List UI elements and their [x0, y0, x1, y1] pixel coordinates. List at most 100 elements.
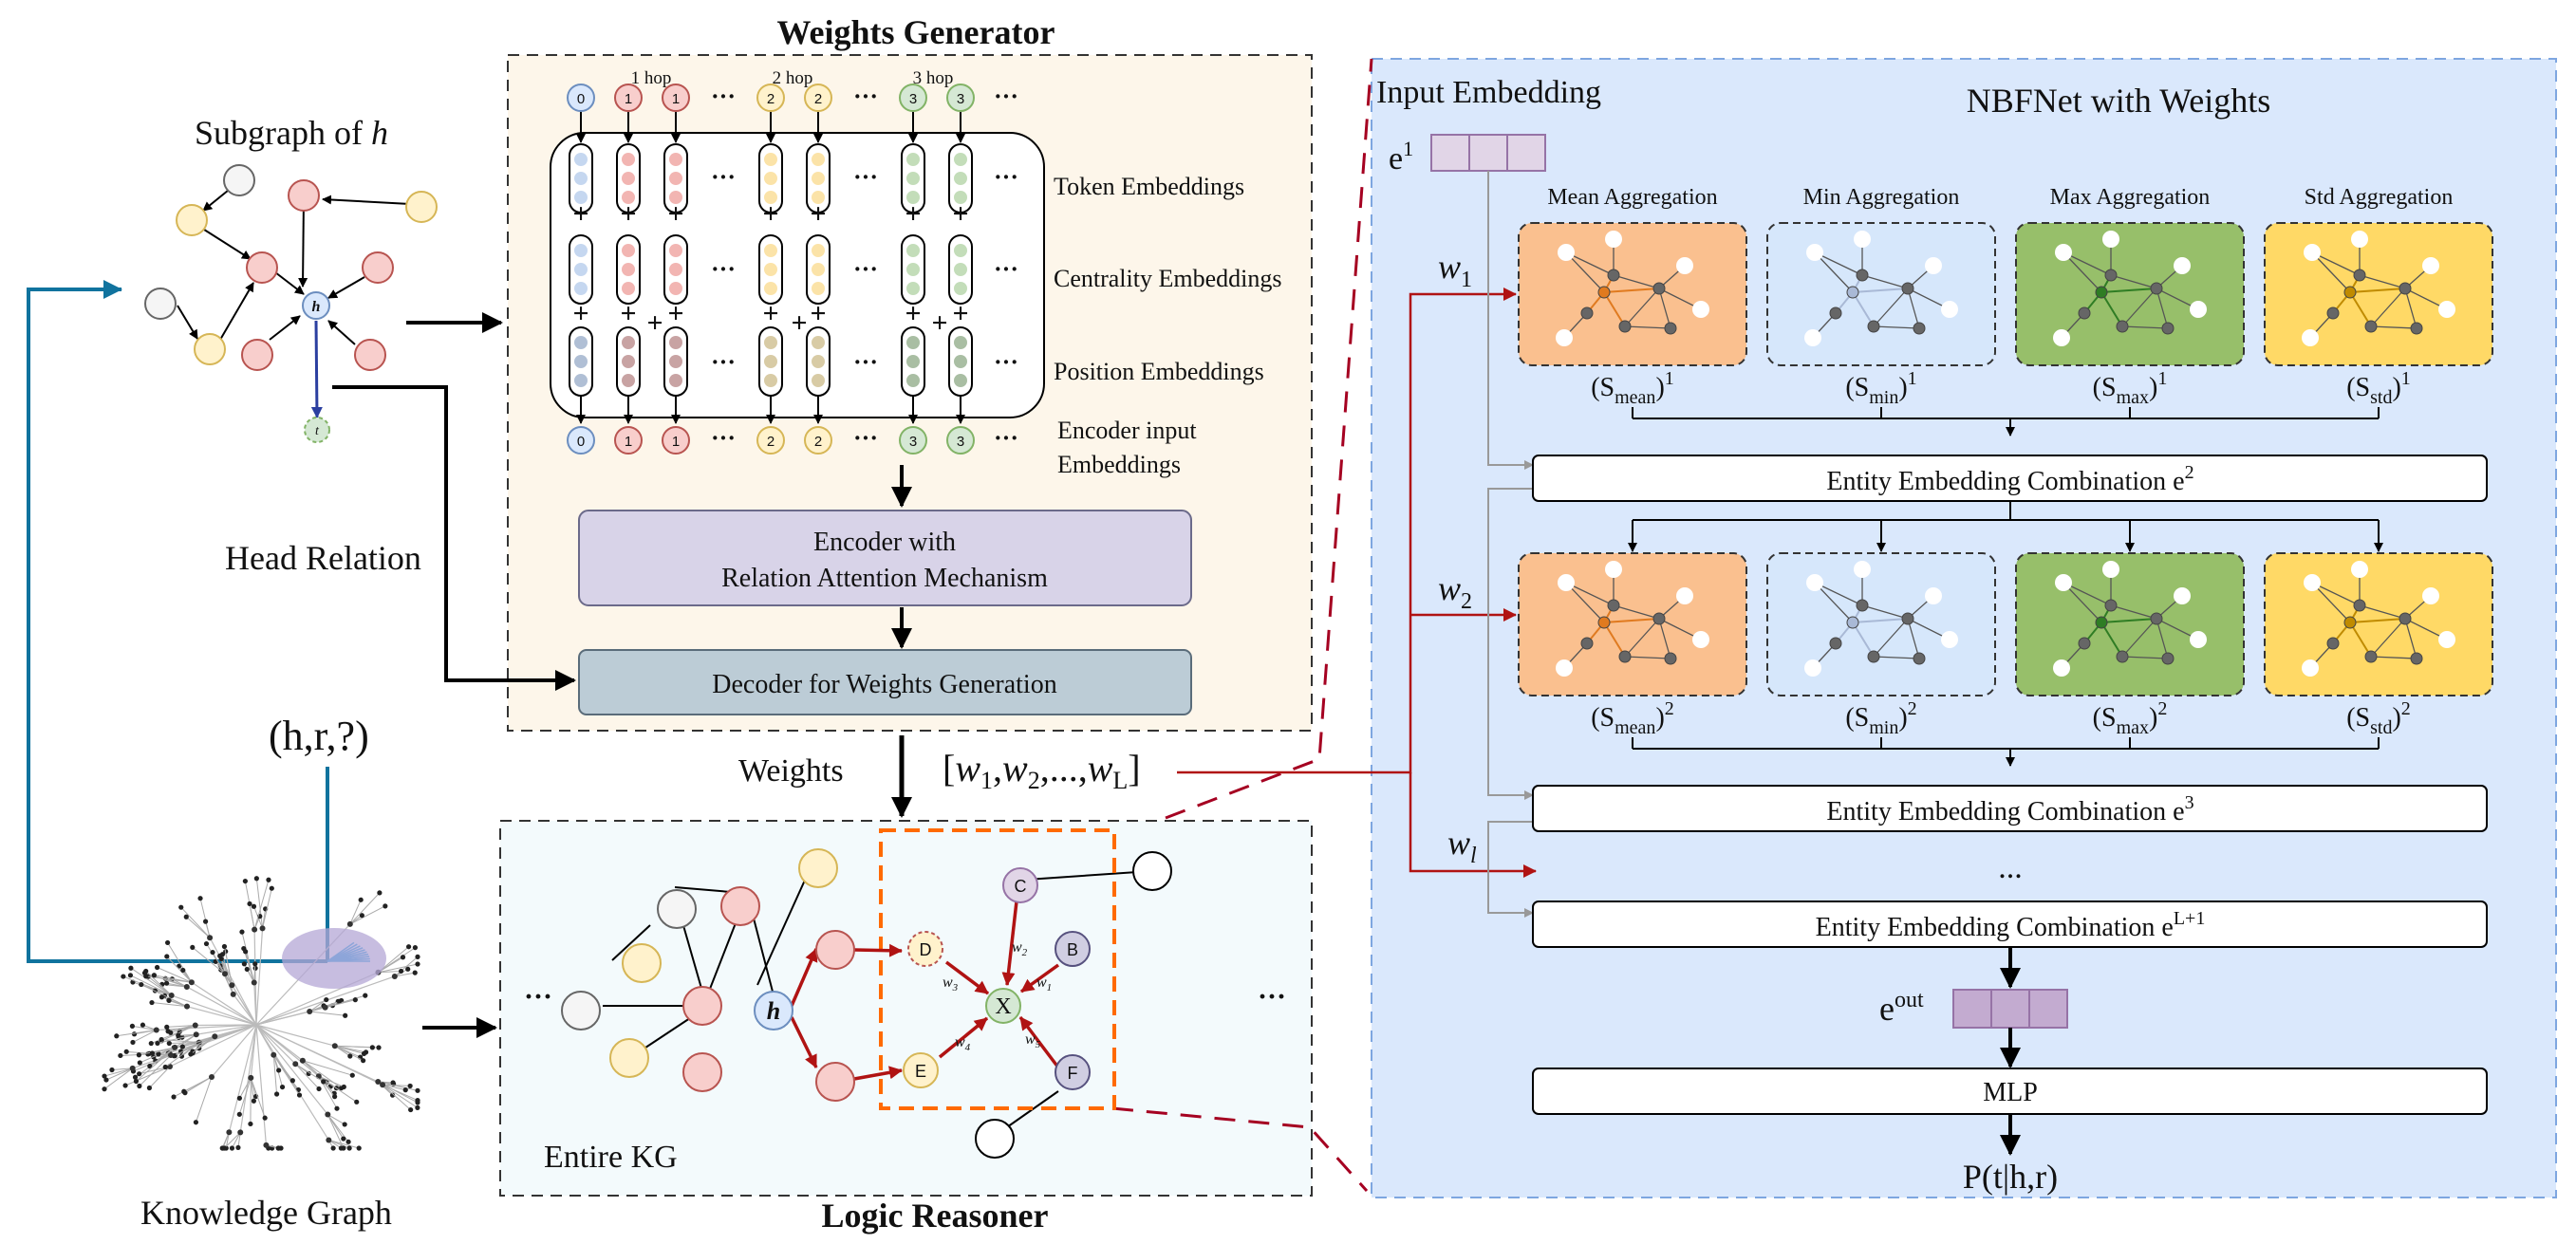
token-circle-top [567, 84, 595, 112]
encoder-label-line1: Encoder with [813, 528, 956, 557]
aggregation-box-mean [1518, 552, 1747, 696]
plus-sign: + [572, 198, 588, 230]
eout-label: eout [1879, 988, 1924, 1028]
token-label-bottom: 1 [672, 434, 680, 450]
reasoner-node-yellow-top [798, 848, 838, 888]
combination-label-1: Entity Embedding Combination e2 [1826, 462, 2193, 496]
reasoner-node-red-top [720, 886, 760, 926]
token-circle-top [662, 84, 690, 112]
subgraph-node-yellow-bottom [194, 333, 226, 365]
subgraph-h-to-t-edge [310, 320, 323, 418]
aggregation-title: Std Aggregation [2305, 185, 2454, 210]
token-circle-top [614, 84, 643, 112]
svg-text:w3: w3 [943, 975, 959, 993]
zoom-line-top [1165, 58, 1373, 820]
token-label-bottom: 0 [577, 434, 585, 450]
reasoner-node-red-lower-right [815, 1062, 855, 1102]
ellipsis: ··· [853, 83, 878, 110]
svg-text:w2: w2 [1012, 939, 1028, 958]
reasoner-node-gray-top [657, 889, 697, 929]
reasoner-node-D [907, 931, 943, 967]
plus-sign: + [905, 198, 921, 230]
row-label-token: Token Embeddings [1054, 173, 1244, 200]
reasoner-node-h [754, 991, 793, 1030]
s-label: (Smin)2 [1845, 698, 1916, 738]
decoder-label: Decoder for Weights Generation [712, 670, 1056, 699]
s-label: (Smax)1 [2093, 368, 2168, 408]
token-label-top: 1 [625, 91, 632, 107]
input-embedding-label: Input Embedding [1376, 75, 1601, 110]
aggregation-box-min [1766, 222, 1996, 366]
knowledge-graph-label: Knowledge Graph [140, 1194, 392, 1232]
combination-label-final: Entity Embedding Combination eL+1 [1816, 908, 2206, 942]
ellipsis: ··· [853, 255, 878, 283]
aggregation-title: Min Aggregation [1803, 185, 1960, 210]
token-label-bottom: 1 [625, 434, 632, 450]
reasoner-node-E-label: E [915, 1062, 926, 1081]
logic-reasoner-panel [499, 820, 1313, 1197]
token-label-top: 0 [577, 91, 585, 107]
ellipsis: ··· [994, 424, 1018, 452]
reasoner-node-yellow-left [622, 943, 662, 983]
mlp-label: MLP [1983, 1078, 2038, 1107]
hop-label-2: 2 hop [773, 68, 813, 88]
ellipsis: ··· [711, 348, 736, 376]
reasoner-focus-box [879, 828, 1116, 1110]
svg-text:w4: w4 [955, 1034, 971, 1053]
svg-text:w1: w1 [1036, 975, 1052, 993]
knowledge-graph-cloud [102, 876, 420, 1151]
subgraph-node-red-right [362, 251, 394, 284]
token-label-bottom: 3 [957, 434, 964, 450]
subgraph-node-red-top [288, 179, 320, 212]
token-label-top: 2 [814, 91, 822, 107]
plus-sign: + [620, 298, 636, 329]
weights-red-line [1177, 288, 1517, 774]
weights-red-branch-wl [1409, 772, 1537, 878]
row-label-encoder-input-2: Embeddings [1057, 451, 1181, 478]
plus-sign: + [667, 198, 683, 230]
e1-label: e1 [1389, 137, 1413, 176]
reasoner-node-C-label: C [1015, 877, 1027, 896]
reasoner-node-C [1002, 867, 1038, 903]
nbfnet-gray-lines [1487, 171, 1534, 918]
hop-label-3: 3 hop [913, 68, 954, 88]
subgraph-node-h [302, 291, 330, 320]
ellipsis: ··· [711, 255, 736, 283]
subgraph-node-red-bottom-left [241, 339, 273, 371]
plus-sign: + [762, 198, 778, 230]
head-relation-label: Head Relation [225, 539, 421, 577]
reasoner-dots-left: ··· [524, 981, 552, 1012]
reasoner-node-yellow-bottom [609, 1038, 649, 1078]
token-label-bottom: 3 [909, 434, 917, 450]
token-label-bottom: 2 [767, 434, 775, 450]
s-label: (Sstd)2 [2346, 698, 2411, 738]
aggregation-title: Max Aggregation [2050, 185, 2211, 210]
entire-kg-label: Entire KG [544, 1140, 678, 1175]
reasoner-red-edges [790, 901, 1060, 1081]
row-label-centrality: Centrality Embeddings [1054, 265, 1281, 292]
hop-label-1: 1 hop [631, 68, 672, 88]
svg-text:w5: w5 [1025, 1031, 1041, 1050]
eout-vector [1952, 989, 2068, 1029]
s-label: (Smin)1 [1845, 368, 1916, 408]
reasoner-node-red-mid [682, 986, 722, 1026]
vertical-dots: ... [1998, 850, 2023, 885]
plus-sign: + [791, 307, 807, 339]
weights-vector: [w1,w2,...,wL] [943, 747, 1141, 794]
reasoner-node-B [1055, 931, 1091, 967]
plus-sign: + [762, 298, 778, 329]
s-label: (Smean)2 [1591, 698, 1674, 738]
aggregation-box-std [2264, 552, 2493, 696]
reasoner-node-F [1055, 1054, 1091, 1090]
ellipsis: ··· [994, 255, 1018, 283]
reasoner-node-white-top [1132, 851, 1172, 891]
weights-label: Weights [738, 753, 844, 789]
row-label-encoder-input-1: Encoder input [1057, 417, 1197, 444]
reasoner-node-F-label: F [1068, 1064, 1078, 1083]
token-label-bottom: 2 [814, 434, 822, 450]
subgraph-node-gray-left [144, 288, 177, 320]
subgraph-edges [177, 181, 411, 345]
wl-label: wl [1447, 824, 1477, 868]
subgraph-node-red-mid [246, 251, 278, 284]
logic-reasoner-title: Logic Reasoner [822, 1197, 1049, 1235]
